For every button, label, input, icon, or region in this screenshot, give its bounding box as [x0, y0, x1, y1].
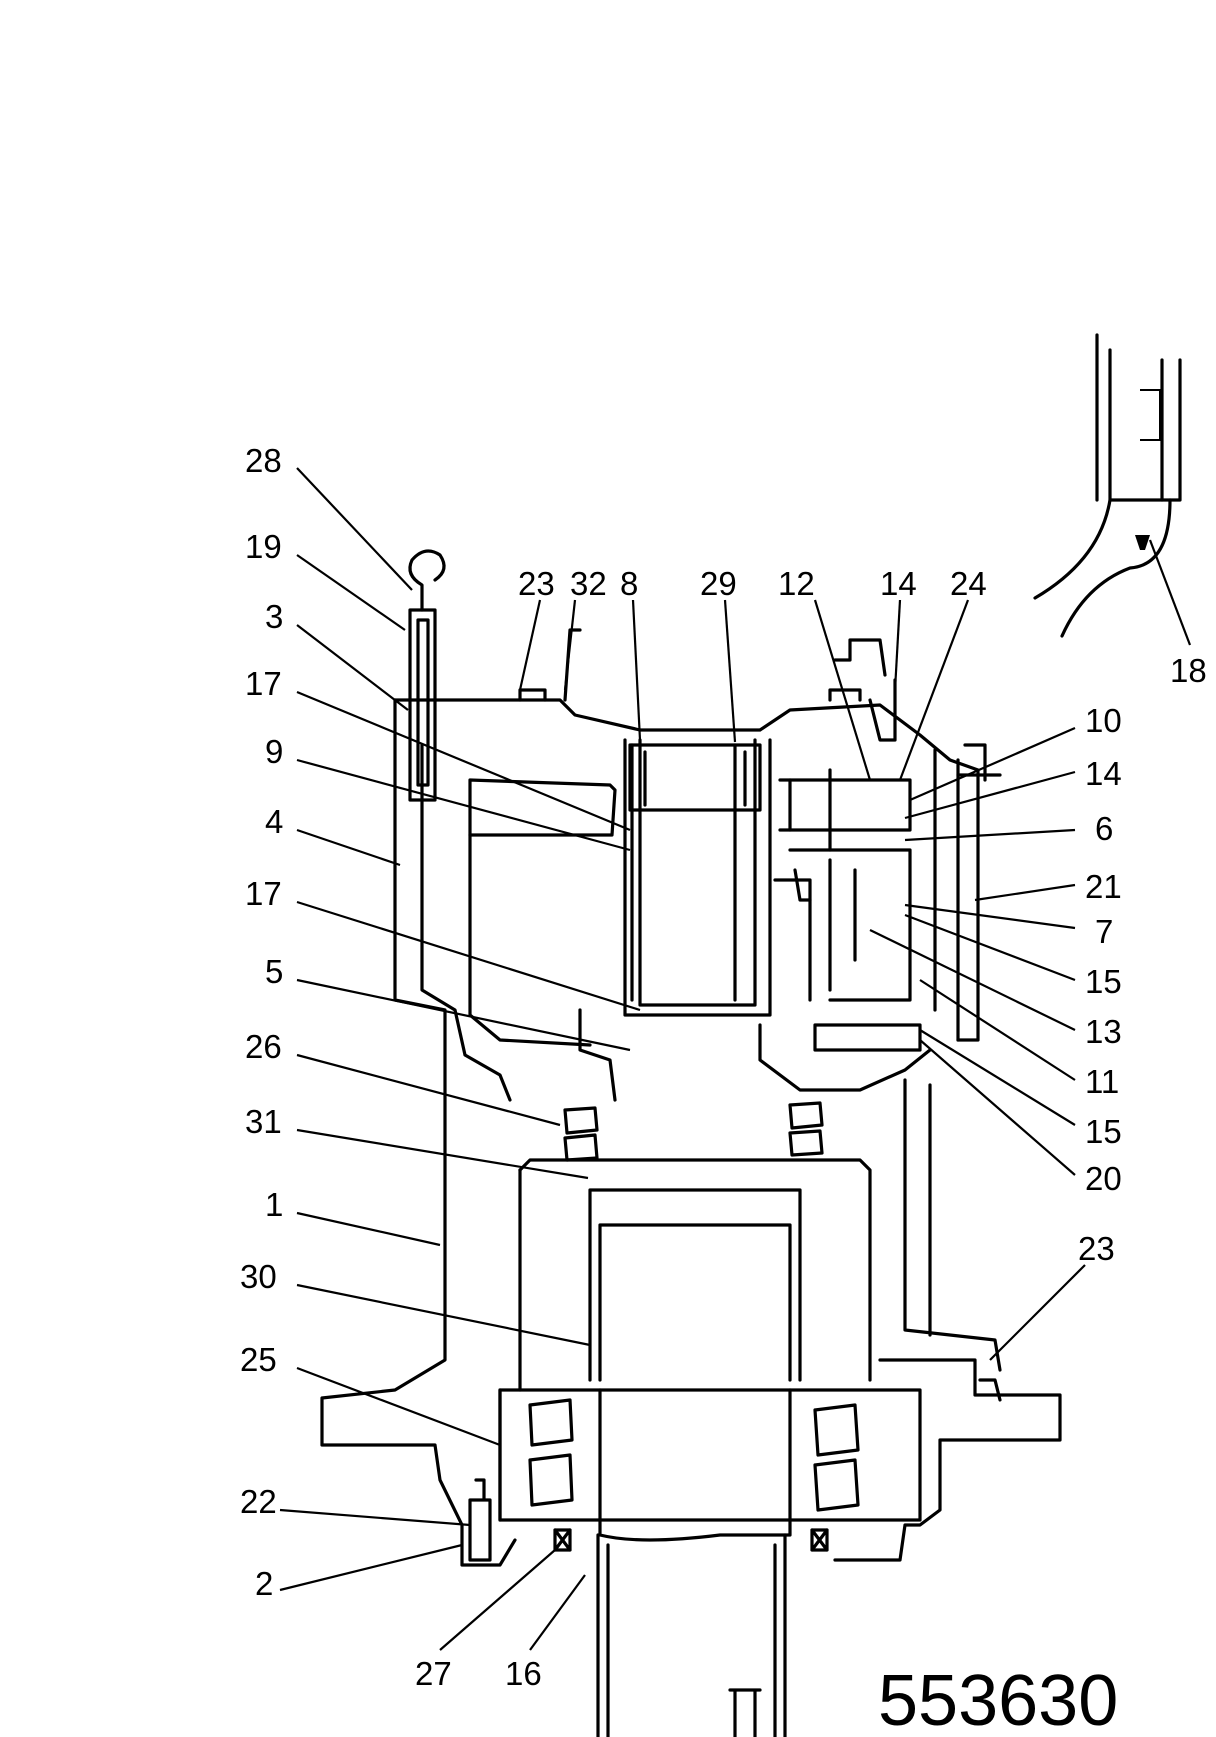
housing [320, 549, 1062, 1737]
callout: 3 [265, 598, 283, 635]
callout: 4 [265, 803, 283, 840]
callout: 11 [1085, 1063, 1119, 1100]
callout: 28 [245, 442, 282, 479]
callout: 31 [245, 1103, 282, 1140]
callout: 14 [1085, 755, 1122, 792]
callout: 23 [518, 565, 555, 602]
callout: 29 [700, 565, 737, 602]
callout: 8 [620, 565, 638, 602]
callout: 23 [1078, 1230, 1115, 1267]
callout: 17 [245, 665, 282, 702]
callout: 15 [1085, 1113, 1122, 1150]
callout: 14 [880, 565, 917, 602]
callout: 20 [1085, 1160, 1122, 1197]
callout: 7 [1095, 913, 1113, 950]
callout: 5 [265, 953, 283, 990]
callout: 19 [245, 528, 282, 565]
callout: 10 [1085, 702, 1122, 739]
callout: 15 [1085, 963, 1122, 1000]
callout: 25 [240, 1341, 277, 1378]
callout: 17 [245, 875, 282, 912]
callout-labels: 28 19 3 17 9 4 17 5 26 31 1 30 25 22 2 2… [240, 442, 1207, 1737]
callout: 26 [245, 1028, 282, 1065]
callout: 24 [950, 565, 987, 602]
callout: 1 [265, 1186, 283, 1223]
callout: 27 [415, 1655, 452, 1692]
callout: 21 [1085, 868, 1122, 905]
callout: 18 [1170, 652, 1207, 689]
leader-lines [279, 467, 1192, 1651]
callout: 2 [255, 1565, 273, 1602]
callout: 22 [240, 1483, 277, 1520]
callout: 6 [1095, 810, 1113, 847]
detail-view-18 [1033, 333, 1182, 638]
drawing-number: 553630 [878, 1661, 1118, 1737]
callout: 12 [778, 565, 815, 602]
callout: 32 [570, 565, 607, 602]
callout: 9 [265, 733, 283, 770]
callout: 16 [505, 1655, 542, 1692]
callout: 30 [240, 1258, 277, 1295]
callout: 13 [1085, 1013, 1122, 1050]
